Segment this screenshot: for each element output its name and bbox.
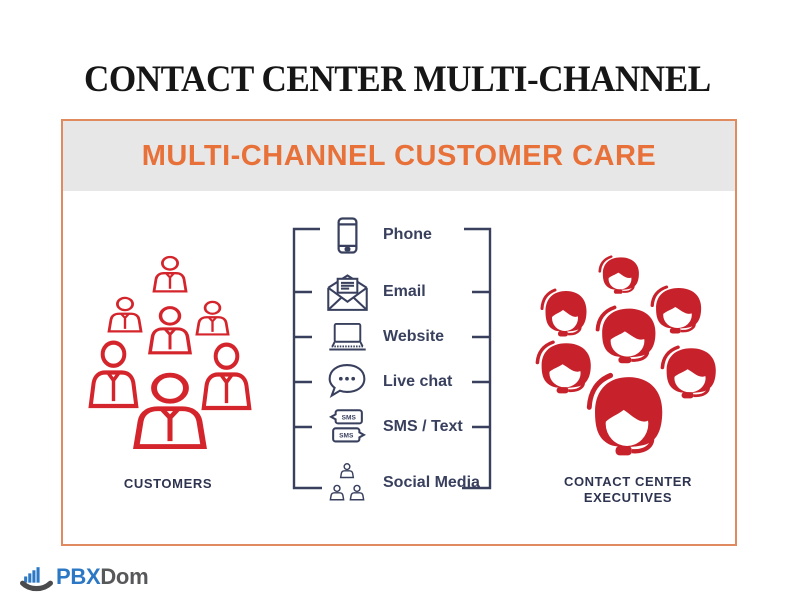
banner: MULTI-CHANNEL CUSTOMER CARE [63,121,735,191]
connector-brackets-icon [292,227,492,490]
agent-headset-icon [660,345,720,400]
sms-bubble-text: SMS [339,432,354,439]
channel-label: Phone [383,226,432,243]
channel-row-social-media: Social Media [319,461,480,505]
social-media-icon [319,461,375,505]
page-title: CONTACT CENTER MULTI-CHANNEL [84,59,711,100]
sms-icon: SMS SMS [319,405,375,449]
channel-row-email: Email [319,270,426,314]
channel-row-live-chat: Live chat [319,360,452,404]
logo-pbx: PBX [56,564,101,589]
website-icon [319,315,375,359]
pbxdom-logo-text: PBXDom [56,564,149,590]
channel-row-website: Website [319,315,444,359]
person-outline-icon [105,296,145,333]
person-outline-icon [128,371,212,450]
agent-headset-icon [540,288,590,338]
banner-title: MULTI-CHANNEL CUSTOMER CARE [141,139,657,172]
agent-headset-icon [650,285,705,335]
channel-label: SMS / Text [383,418,463,435]
person-outline-icon [193,300,232,336]
person-outline-icon [150,255,190,293]
channel-row-phone: Phone [319,213,432,257]
pbxdom-logo: PBXDom [20,561,149,593]
pbxdom-logo-icon [20,566,53,591]
channel-label: Social Media [383,474,480,491]
person-outline-icon [145,305,195,355]
diagram-panel: MULTI-CHANNEL CUSTOMER CARE [61,119,737,546]
phone-icon [319,213,375,257]
agent-headset-icon [586,372,668,458]
logo-dom: Dom [100,564,149,589]
channel-row-sms: SMS SMS SMS / Text [319,405,463,449]
customers-label: CUSTOMERS [123,476,213,491]
live-chat-icon [319,360,375,404]
channel-label: Website [383,328,445,345]
email-icon [319,270,375,314]
channel-label: Email [383,283,426,300]
channel-label: Live chat [383,373,453,390]
agent-headset-icon [598,255,642,295]
executives-label-line1: CONTACT CENTER [563,474,693,489]
executives-label-line2: EXECUTIVES [583,490,673,505]
sms-bubble-text: SMS [341,414,356,421]
executives-label: CONTACT CENTER EXECUTIVES [548,474,708,506]
